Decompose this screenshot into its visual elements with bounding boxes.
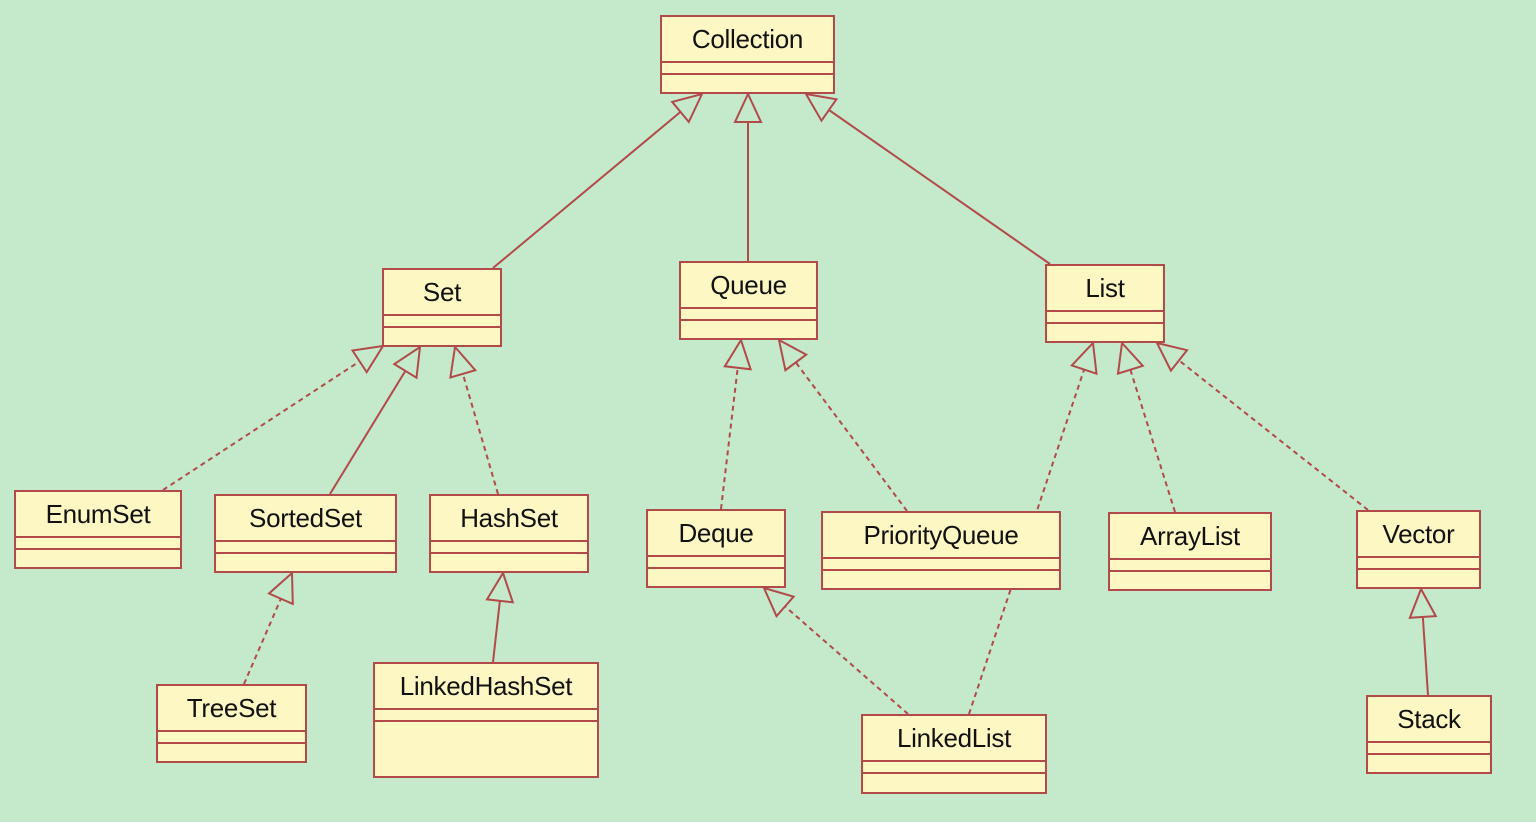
arrowhead-vector-to-list xyxy=(1155,341,1189,373)
operations-compartment xyxy=(431,552,587,564)
class-arraylist: ArrayList xyxy=(1108,512,1272,591)
operations-compartment xyxy=(681,319,816,331)
edge-treeset-to-sortedset xyxy=(243,598,282,685)
operations-compartment xyxy=(216,552,395,564)
class-collection: Collection xyxy=(660,15,835,94)
class-name-treeset: TreeSet xyxy=(186,693,277,723)
class-name-vector: Vector xyxy=(1382,519,1455,549)
class-enumset: EnumSet xyxy=(14,490,182,569)
operations-compartment xyxy=(375,720,597,732)
arrowhead-sortedset-to-set xyxy=(392,344,422,380)
edge-deque-to-queue xyxy=(720,367,739,510)
operations-compartment xyxy=(662,73,833,85)
attributes-compartment xyxy=(681,307,816,319)
class-list: List xyxy=(1045,264,1165,343)
class-name-sortedset: SortedSet xyxy=(249,503,362,533)
edge-set-to-collection xyxy=(492,111,682,269)
class-name-deque: Deque xyxy=(678,518,754,548)
class-name-stack: Stack xyxy=(1397,704,1461,734)
class-name-linkedlist: LinkedList xyxy=(896,723,1012,753)
arrowhead-hashset-to-set xyxy=(449,344,478,379)
attributes-compartment xyxy=(863,760,1045,772)
arrowhead-priorityqueue-to-queue xyxy=(777,338,809,372)
class-name-set: Set xyxy=(422,277,462,307)
operations-compartment xyxy=(158,742,305,754)
edge-linkedhashset-to-hashset xyxy=(492,600,501,663)
class-set: Set xyxy=(382,268,502,347)
class-deque: Deque xyxy=(646,509,786,588)
arrowhead-arraylist-to-list xyxy=(1116,340,1145,376)
edge-vector-to-list xyxy=(1178,359,1369,511)
attributes-compartment xyxy=(1110,558,1270,570)
operations-compartment xyxy=(1047,322,1163,334)
class-name-linkedhashset: LinkedHashSet xyxy=(399,671,573,701)
operations-compartment xyxy=(648,567,784,579)
attributes-compartment xyxy=(648,555,784,567)
edge-hashset-to-set xyxy=(461,373,499,495)
attributes-compartment xyxy=(662,61,833,73)
operations-compartment xyxy=(1110,570,1270,582)
class-name-hashset: HashSet xyxy=(460,503,558,533)
class-stack: Stack xyxy=(1366,695,1492,774)
arrowhead-linkedlist-to-list xyxy=(1069,340,1098,376)
class-name-enumset: EnumSet xyxy=(45,499,151,529)
class-name-priorityqueue: PriorityQueue xyxy=(863,520,1019,550)
class-treeset: TreeSet xyxy=(156,684,307,763)
arrowhead-deque-to-queue xyxy=(723,337,753,371)
class-queue: Queue xyxy=(679,261,818,340)
arrowhead-set-to-collection xyxy=(670,92,704,124)
attributes-compartment xyxy=(1368,741,1490,753)
edge-stack-to-vector xyxy=(1421,616,1429,696)
attributes-compartment xyxy=(158,730,305,742)
operations-compartment xyxy=(16,548,180,560)
edge-sortedset-to-set xyxy=(329,370,407,495)
class-name-collection: Collection xyxy=(691,24,804,54)
class-name-arraylist: ArrayList xyxy=(1140,521,1240,551)
arrowhead-enumset-to-set xyxy=(350,344,385,375)
arrowhead-linkedhashset-to-hashset xyxy=(485,570,515,604)
edge-enumset-to-set xyxy=(162,360,361,491)
class-name-list: List xyxy=(1085,273,1125,303)
class-linkedlist: LinkedList xyxy=(861,714,1047,794)
edge-linkedlist-to-deque xyxy=(784,605,909,715)
class-sortedset: SortedSet xyxy=(214,494,397,573)
operations-compartment xyxy=(1358,568,1479,580)
edge-priorityqueue-to-queue xyxy=(794,361,908,512)
class-linkedhashset: LinkedHashSet xyxy=(373,662,599,778)
attributes-compartment xyxy=(823,557,1059,569)
class-vector: Vector xyxy=(1356,510,1481,589)
operations-compartment xyxy=(1368,753,1490,765)
class-priorityqueue: PriorityQueue xyxy=(821,511,1061,590)
attributes-compartment xyxy=(1358,556,1479,568)
arrowhead-list-to-collection xyxy=(804,92,839,123)
operations-compartment xyxy=(863,772,1045,784)
attributes-compartment xyxy=(384,314,500,326)
arrowhead-linkedlist-to-deque xyxy=(762,586,796,619)
class-hashset: HashSet xyxy=(429,494,589,573)
attributes-compartment xyxy=(431,540,587,552)
arrowhead-stack-to-vector xyxy=(1408,586,1438,619)
operations-compartment xyxy=(384,326,500,338)
edge-arraylist-to-list xyxy=(1129,369,1176,513)
edge-list-to-collection xyxy=(828,109,1051,265)
arrowhead-treeset-to-sortedset xyxy=(267,570,294,606)
class-name-queue: Queue xyxy=(710,270,787,300)
arrowhead-queue-to-collection xyxy=(733,91,763,123)
operations-compartment xyxy=(823,569,1059,581)
attributes-compartment xyxy=(375,708,597,720)
attributes-compartment xyxy=(16,536,180,548)
attributes-compartment xyxy=(1047,310,1163,322)
attributes-compartment xyxy=(216,540,395,552)
